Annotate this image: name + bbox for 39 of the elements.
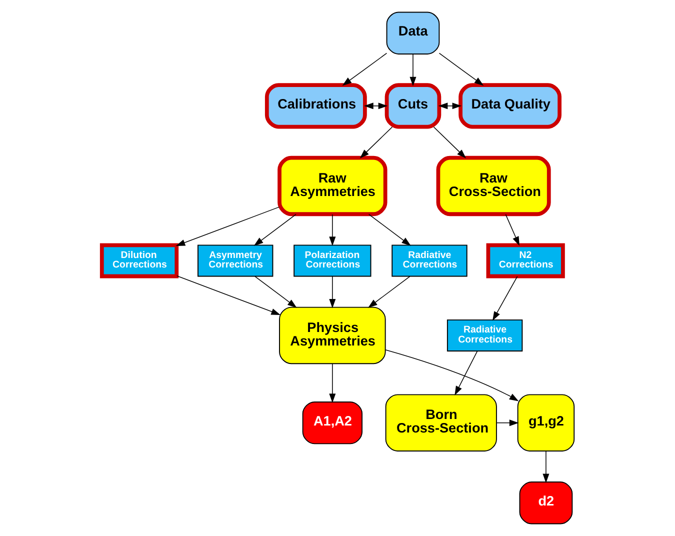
arrow (367, 276, 410, 308)
arrow (364, 102, 388, 110)
node-box: Polarization Corrections (293, 244, 371, 277)
node-box: A1,A2 (302, 401, 362, 444)
node-box: d2 (518, 482, 572, 524)
arrow (409, 54, 416, 86)
arrow (328, 214, 336, 246)
arrow (542, 450, 549, 484)
arrow (342, 52, 387, 86)
arrow (254, 276, 296, 308)
arrow (328, 276, 336, 308)
arrow (438, 102, 462, 110)
arrow (328, 364, 336, 403)
arrow (253, 214, 296, 246)
node-box: Calibrations (264, 83, 366, 129)
node-box: Raw Asymmetries (277, 156, 387, 216)
node-box: Data (386, 12, 440, 54)
arrow (384, 349, 518, 402)
node-box: g1,g2 (516, 394, 574, 452)
node-box: N2 Corrections (486, 243, 564, 278)
node-box: Born Cross-Section (384, 394, 496, 452)
node-box: Data Quality (458, 83, 561, 129)
node-box: Physics Asymmetries (278, 306, 386, 364)
arrow (504, 214, 519, 246)
arrow (492, 276, 518, 321)
node-box: Radiative Corrections (446, 319, 522, 352)
node-box: Dilution Corrections (99, 243, 178, 278)
arrow (368, 214, 410, 246)
node-box: Asymmetry Corrections (197, 244, 273, 277)
arrow (359, 126, 392, 158)
arrow (496, 420, 518, 426)
arrow (432, 126, 466, 158)
arrow (438, 52, 484, 86)
arrow (454, 350, 478, 396)
arrow (175, 206, 280, 246)
arrow (176, 276, 280, 315)
node-box: Cuts (384, 83, 441, 129)
node-box: Radiative Corrections (391, 244, 467, 277)
node-box: Raw Cross-Section (436, 156, 550, 216)
